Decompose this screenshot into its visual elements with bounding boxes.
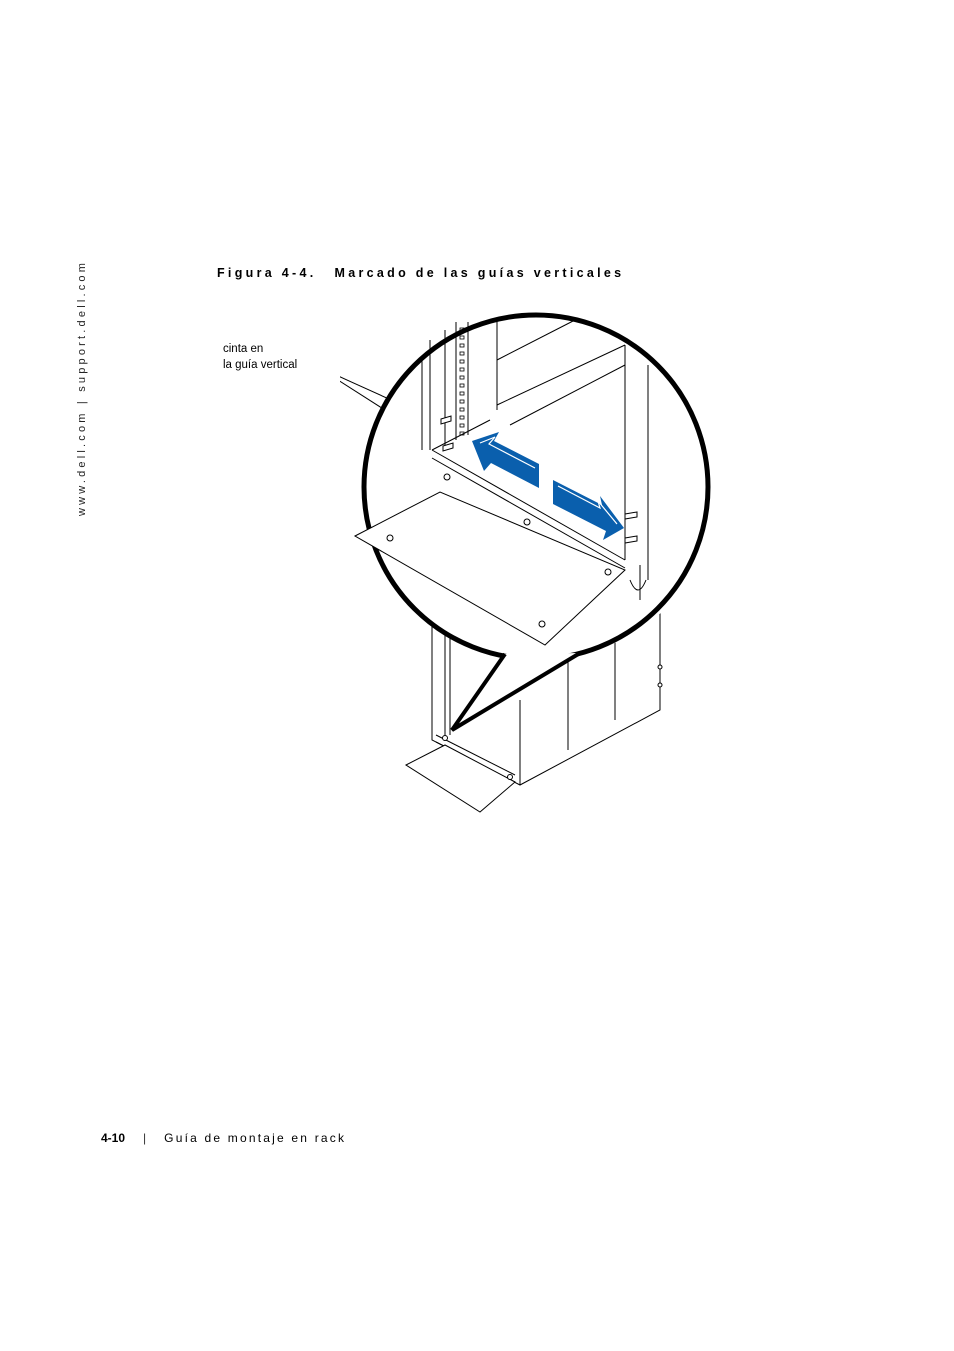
rack-illustration [340,308,718,813]
callout-line-1: cinta en [223,343,264,355]
side-url-text: www.dell.com | support.dell.com [76,259,88,516]
footer-doc-title: Guía de montaje en rack [164,1131,347,1145]
figure-title: Marcado de las guías verticales [334,266,625,280]
rail-holes [459,327,465,436]
figure-number: Figura 4-4. [217,266,317,280]
footer-separator: | [143,1131,147,1145]
page-number: 4-10 [101,1131,126,1145]
page-footer: 4-10 | Guía de montaje en rack [101,1131,346,1145]
arrow-right-icon [553,480,624,540]
direction-arrows [472,432,624,540]
callout-label: cinta en la guía vertical [223,341,297,373]
callout-line-2: la guía vertical [223,359,298,371]
arrow-left-icon [472,432,539,488]
figure-caption: Figura 4-4. Marcado de las guías vertical… [217,266,624,280]
